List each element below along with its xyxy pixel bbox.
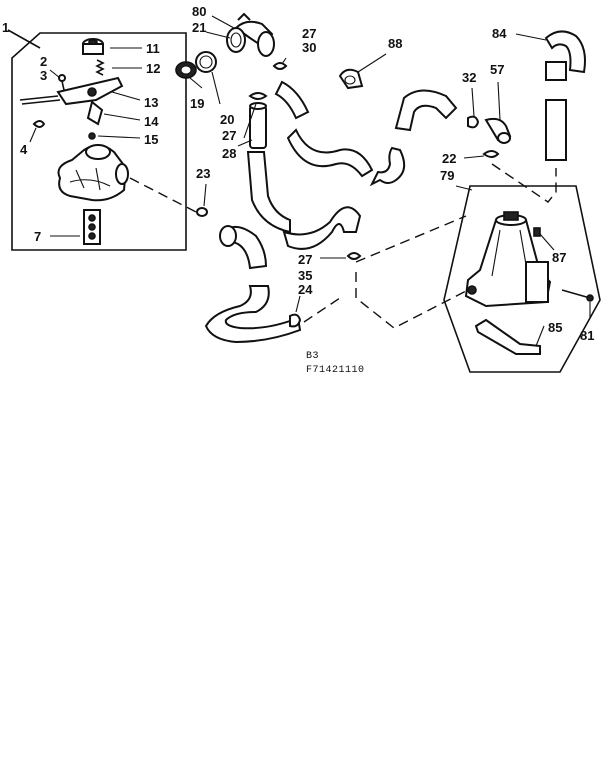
label-13: 13 (144, 95, 158, 110)
right-hose-group (338, 30, 601, 373)
connection-lines (129, 163, 557, 329)
part-81-screw (561, 289, 594, 302)
label-22: 22 (442, 151, 456, 166)
assembly-box-outline (11, 32, 187, 251)
label-81: 81 (580, 328, 594, 343)
part-14-bracket (86, 100, 104, 126)
part-79-pump (464, 211, 552, 308)
label-4: 4 (20, 142, 28, 157)
valve-body (57, 144, 129, 202)
label-57: 57 (490, 62, 504, 77)
label-11: 11 (146, 41, 160, 56)
part-12-spring (95, 59, 105, 76)
label-7: 7 (34, 229, 41, 244)
part-27-clamp-top (272, 62, 288, 70)
part-4-clip (32, 120, 46, 128)
part-32-clamp (467, 115, 480, 129)
label-24: 24 (298, 282, 313, 297)
label-19: 19 (190, 96, 204, 111)
label-30: 30 (302, 40, 316, 55)
part-27-clamp-mid (248, 92, 268, 100)
valve-assembly-group (7, 29, 187, 251)
label-27-c: 27 (298, 252, 312, 267)
pump-box-outline (443, 185, 601, 373)
part-11-cap (82, 38, 104, 55)
curved-hose-right (369, 89, 458, 187)
part-28-tube (249, 102, 267, 149)
part-23-grommet (196, 207, 208, 217)
long-s-hose (246, 151, 362, 250)
label-85: 85 (548, 320, 562, 335)
part-20-ring (195, 51, 217, 73)
part-87-clip (533, 227, 541, 237)
label-35: 35 (298, 268, 312, 283)
part-35-hose (204, 225, 302, 344)
part-88-fitting (338, 68, 364, 90)
label-84: 84 (492, 26, 507, 41)
footer-line-1: B3 (306, 351, 319, 362)
label-15: 15 (144, 132, 158, 147)
label-1: 1 (2, 20, 9, 35)
part-30-hose (274, 80, 374, 178)
part-15-ring (88, 132, 96, 140)
label-14: 14 (144, 114, 159, 129)
part-21-gasket (226, 27, 246, 53)
label-21: 21 (192, 20, 206, 35)
part-2-screw (58, 74, 66, 91)
label-20: 20 (220, 112, 234, 127)
label-79: 79 (440, 168, 454, 183)
part-57-elbow (484, 117, 512, 144)
part-19-ring (175, 61, 197, 79)
label-28: 28 (222, 146, 236, 161)
footer-line-2: F71421110 (306, 365, 365, 376)
label-2: 2 (40, 54, 47, 69)
callout-labels: 1 2 3 4 7 11 12 13 14 15 80 21 19 20 27 … (2, 4, 594, 343)
label-27-a: 27 (302, 26, 316, 41)
label-3: 3 (40, 68, 47, 83)
label-88: 88 (388, 36, 402, 51)
part-24-clamp (289, 313, 302, 328)
part-27-clamp-lower (346, 252, 362, 260)
part-13-lever (19, 76, 124, 106)
part-22-clamp (482, 150, 500, 158)
label-80: 80 (192, 4, 206, 19)
hose-group (175, 12, 374, 344)
part-7-filter (83, 209, 101, 245)
label-32: 32 (462, 70, 476, 85)
part-85-bracket (474, 318, 541, 355)
label-87: 87 (552, 250, 566, 265)
label-12: 12 (146, 61, 160, 76)
label-23: 23 (196, 166, 210, 181)
leader-1 (7, 29, 41, 49)
label-27-b: 27 (222, 128, 236, 143)
part-84-hose (544, 30, 586, 161)
leader-lines (29, 15, 591, 347)
part-80-elbow (234, 12, 275, 57)
